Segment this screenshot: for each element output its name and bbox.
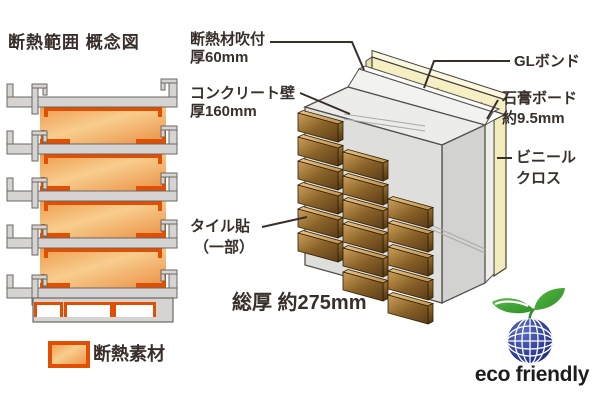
foundation-voids bbox=[32, 297, 174, 323]
eco-friendly-logo bbox=[492, 288, 565, 364]
wall-section-diagram bbox=[296, 49, 507, 325]
vinyl-cloth-surface bbox=[493, 113, 507, 278]
leader-lines bbox=[261, 41, 512, 228]
leader-concrete bbox=[299, 92, 351, 115]
legend-label: 断熱素材 bbox=[93, 344, 165, 364]
label-tile-line1: タイル貼 bbox=[190, 218, 251, 235]
leaf-highlight bbox=[494, 300, 529, 307]
label-tile-line2: （一部） bbox=[194, 239, 255, 256]
label-gl-bond: GLボンド bbox=[514, 53, 580, 70]
leader-gl-bond bbox=[423, 60, 510, 89]
legend-swatch bbox=[48, 341, 90, 368]
label-vinyl-line2: クロス bbox=[516, 170, 562, 187]
label-spray-line2: 厚60mm bbox=[190, 49, 249, 66]
label-vinyl-line1: ビニール bbox=[516, 149, 577, 166]
label-gypsum-line2: 約9.5mm bbox=[502, 110, 565, 127]
label-tile-cladding: タイル貼 （一部） bbox=[190, 216, 254, 258]
concrete-structure bbox=[6, 78, 178, 306]
leader-spray bbox=[270, 41, 365, 71]
leaf-icon bbox=[534, 288, 565, 310]
page-title: 断熱範囲 概念図 bbox=[8, 33, 140, 52]
label-spray-insulation: 断熱材吹付 厚60mm bbox=[190, 31, 265, 67]
insulated-rooms bbox=[40, 107, 166, 288]
label-concrete-line2: 厚160mm bbox=[190, 103, 257, 120]
label-concrete-wall: コンクリート壁 厚160mm bbox=[190, 85, 295, 121]
label-vinyl-cloth: ビニール クロス bbox=[516, 147, 576, 189]
eco-caption: eco friendly bbox=[474, 363, 590, 386]
leader-gypsum bbox=[486, 99, 499, 120]
leader-tile bbox=[261, 216, 308, 228]
label-concrete-line1: コンクリート壁 bbox=[190, 85, 296, 102]
label-total-thickness: 総厚 約275mm bbox=[232, 292, 367, 314]
globe-grid bbox=[507, 318, 553, 364]
label-gypsum-board: 石膏ボード 約9.5mm bbox=[502, 89, 577, 129]
insulation-range-diagram bbox=[6, 78, 178, 368]
tile-cladding bbox=[296, 110, 435, 325]
label-gypsum-line1: 石膏ボード bbox=[502, 90, 578, 107]
label-spray-line1: 断熱材吹付 bbox=[190, 31, 266, 48]
